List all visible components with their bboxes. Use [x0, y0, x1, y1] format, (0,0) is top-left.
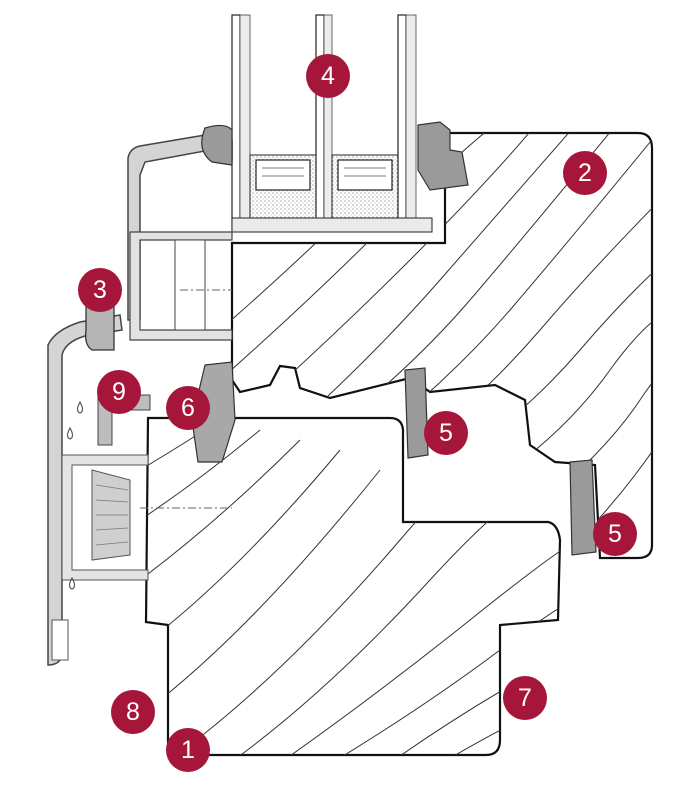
callout-label: 5 — [608, 519, 622, 548]
callout-marker-2: 2 — [563, 151, 607, 195]
callout-label: 5 — [439, 418, 453, 447]
callout-label: 1 — [181, 735, 195, 764]
callout-label: 8 — [126, 697, 140, 726]
callout-marker-5-sash: 5 — [424, 411, 468, 455]
callout-label: 3 — [93, 275, 107, 304]
glazing-gaskets — [201, 121, 469, 191]
callout-label: 9 — [112, 377, 126, 406]
callout-label: 7 — [518, 683, 532, 712]
rebate-seals — [191, 361, 597, 556]
callout-marker-1: 1 — [166, 728, 210, 772]
callout-marker-6: 6 — [166, 386, 210, 430]
callout-marker-5-frame: 5 — [593, 512, 637, 556]
water-drop-icons — [66, 400, 84, 590]
callout-marker-4: 4 — [306, 54, 350, 98]
callout-marker-3: 3 — [78, 268, 122, 312]
glazing-unit — [231, 14, 433, 233]
callout-label: 6 — [181, 393, 195, 422]
callout-marker-9: 9 — [97, 370, 141, 414]
callout-label: 4 — [321, 61, 335, 90]
callout-marker-8: 8 — [111, 690, 155, 734]
callout-marker-7: 7 — [503, 676, 547, 720]
callout-label: 2 — [578, 158, 592, 187]
